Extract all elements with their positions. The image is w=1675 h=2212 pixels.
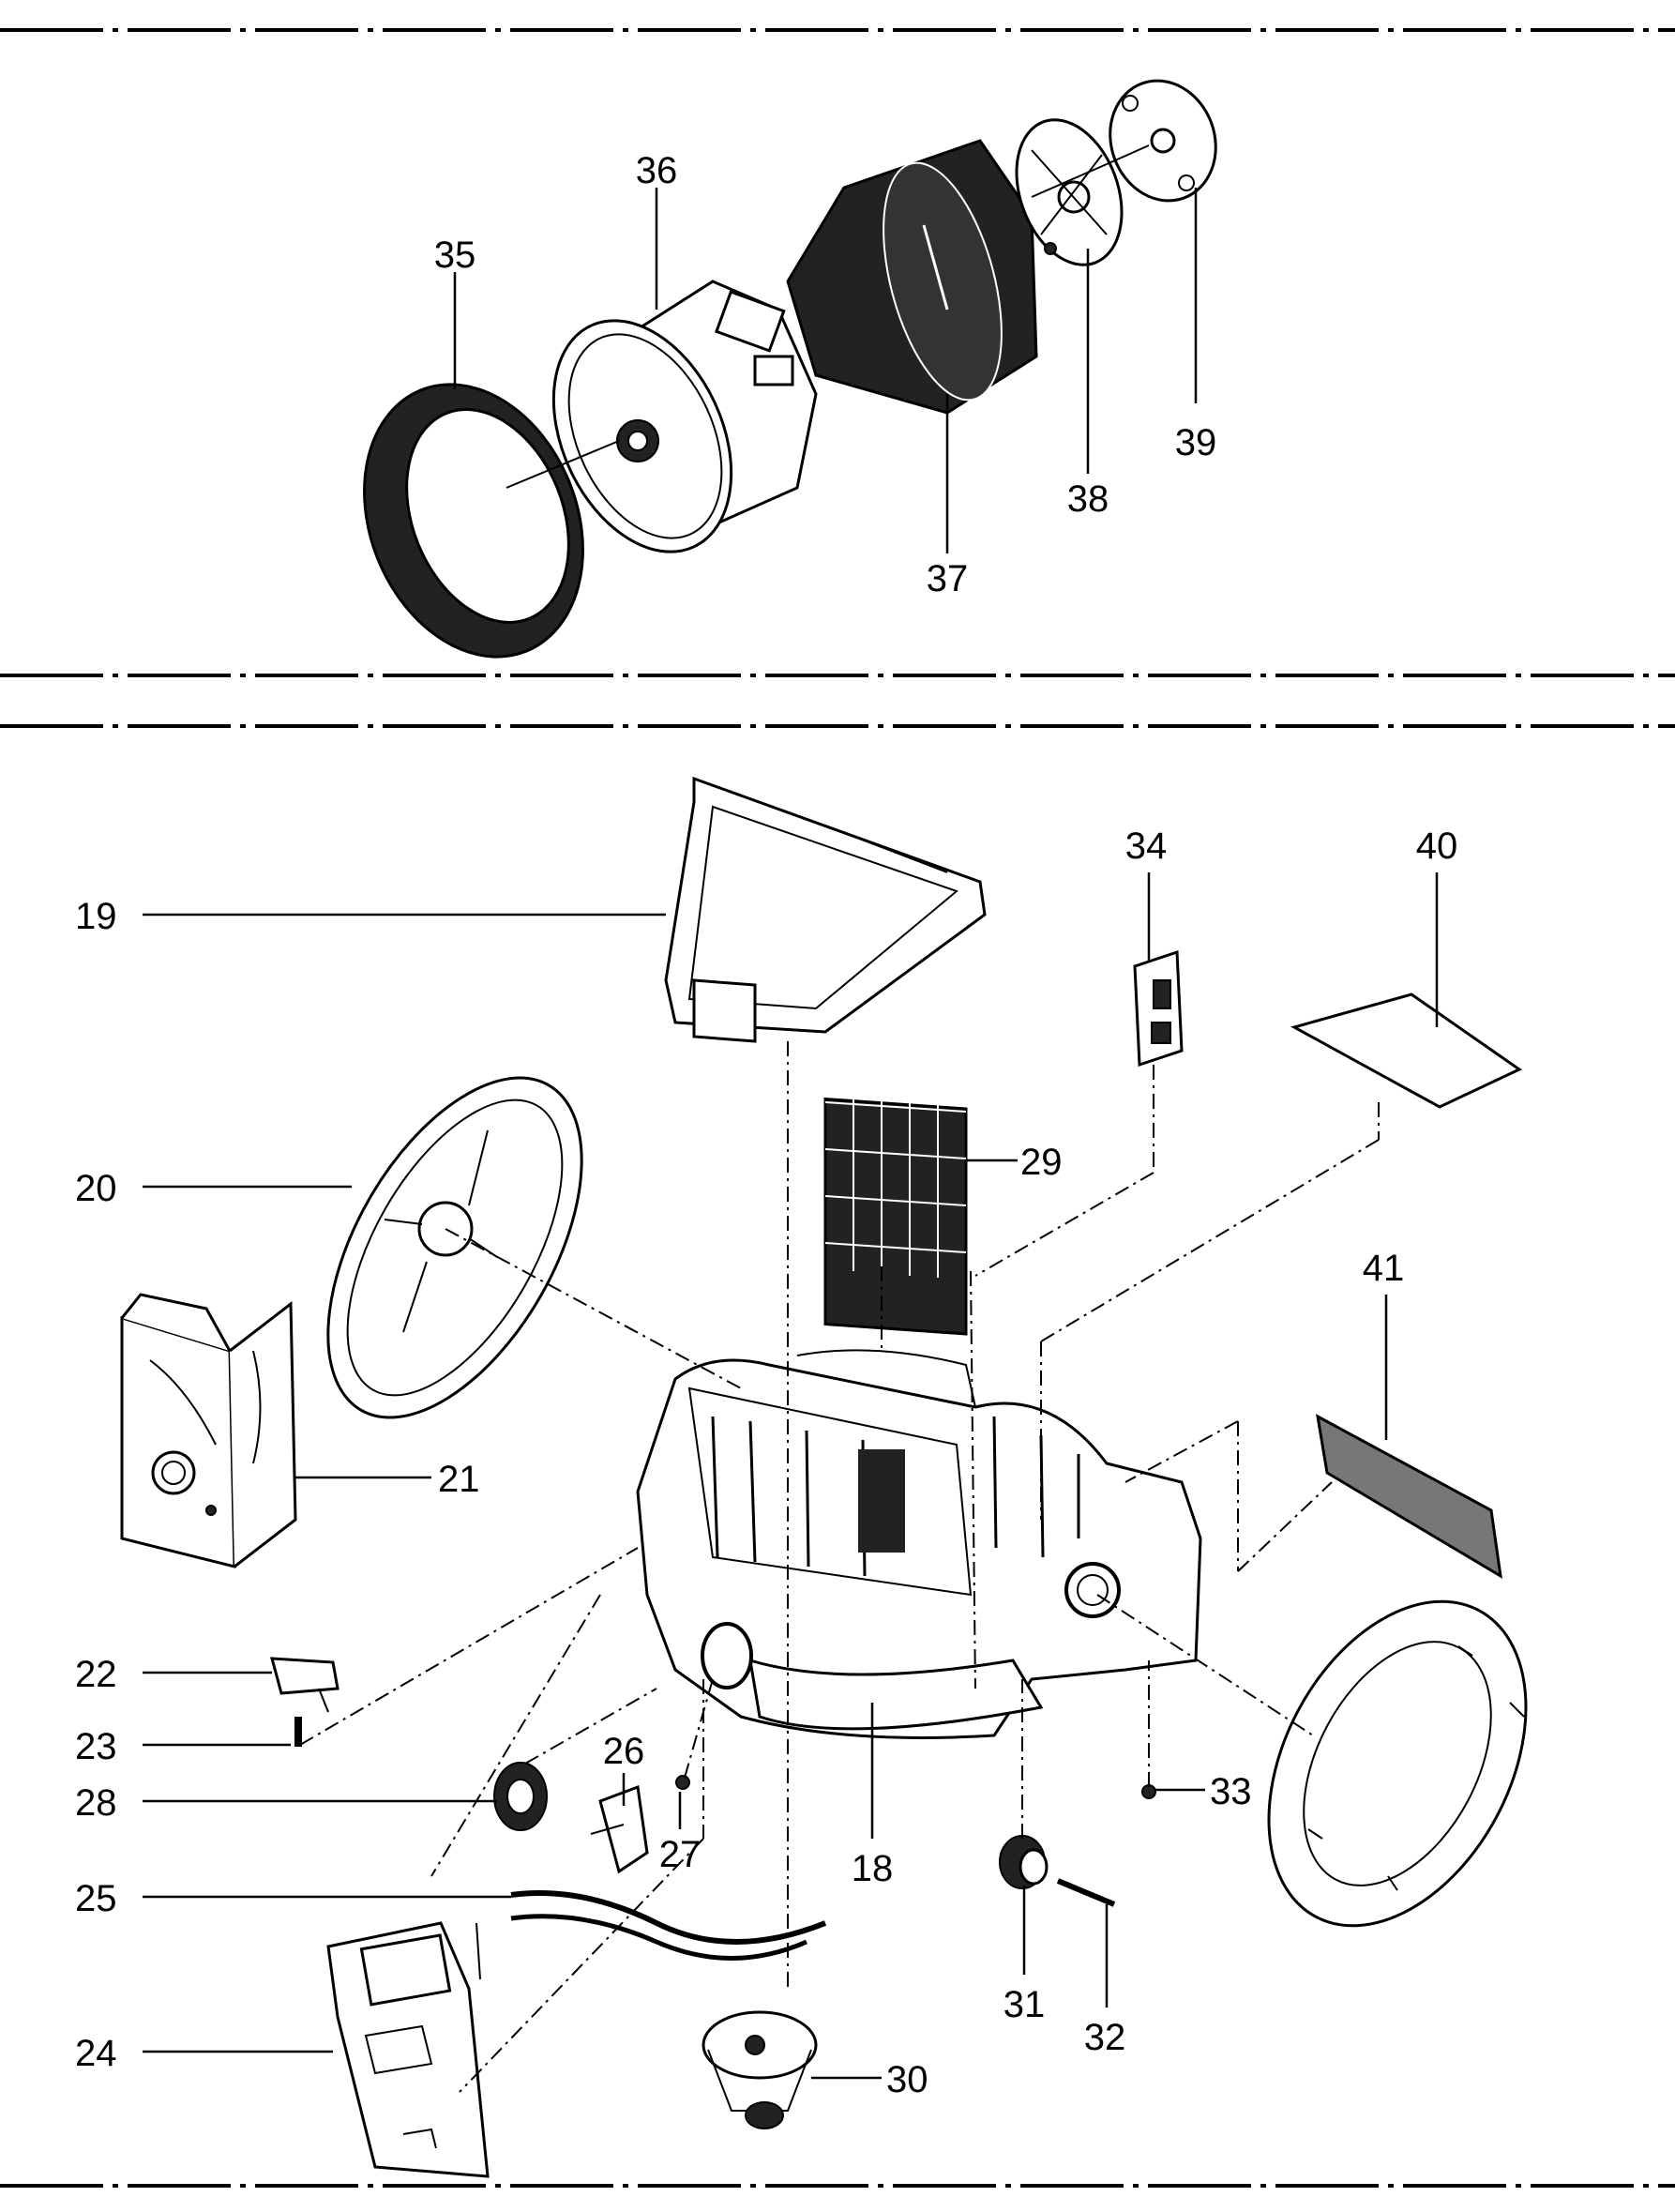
dust-cover-frame-drawing — [664, 776, 987, 1043]
wire-harness-drawing — [510, 1890, 827, 1945]
label-38: 38 — [1067, 478, 1109, 520]
small-wheel-drawing — [493, 1762, 548, 1831]
switch-bracket-drawing — [590, 1784, 649, 1874]
label-40: 40 — [1416, 826, 1458, 867]
roller-drawing — [999, 1835, 1049, 1889]
label-22: 22 — [75, 1654, 117, 1695]
label-41: 41 — [1363, 1248, 1405, 1289]
left-wheel-cover-drawing — [326, 1076, 583, 1419]
exhaust-filter-pad-drawing — [1316, 1414, 1502, 1579]
screw-drawing — [675, 1775, 690, 1790]
label-23: 23 — [75, 1726, 117, 1767]
motor-sponge-filter-drawing — [786, 139, 1038, 415]
label-26: 26 — [603, 1731, 645, 1772]
label-31: 31 — [1003, 1984, 1046, 2025]
caster-wheel-drawing — [702, 2010, 818, 2129]
label-28: 28 — [75, 1782, 117, 1824]
wire-harness-drawing-2 — [510, 1914, 808, 1961]
latch-drawing — [270, 1657, 340, 1713]
label-30: 30 — [886, 2059, 928, 2100]
label-25: 25 — [75, 1878, 117, 1919]
label-24: 24 — [75, 2033, 117, 2074]
label-34: 34 — [1125, 826, 1168, 867]
motor-drawing — [506, 280, 818, 553]
label-39: 39 — [1175, 422, 1217, 463]
assembly-lines — [299, 1041, 1380, 2093]
label-19: 19 — [75, 896, 117, 937]
label-33: 33 — [1210, 1771, 1252, 1812]
label-37: 37 — [927, 558, 969, 599]
axle-pin-drawing — [1056, 1878, 1116, 1907]
main-body-drawing — [636, 1349, 1202, 1739]
label-18: 18 — [852, 1848, 894, 1889]
circuit-board-drawing — [1133, 949, 1184, 1068]
right-wheel-cover-drawing — [1267, 1599, 1528, 1928]
label-36: 36 — [636, 150, 678, 191]
bag-holder-drawing — [120, 1293, 297, 1568]
label-27: 27 — [659, 1834, 702, 1875]
label-35: 35 — [434, 235, 476, 276]
flat-filter-drawing — [1290, 992, 1522, 1109]
body-screw-drawing — [1141, 1784, 1156, 1799]
label-32: 32 — [1084, 2017, 1126, 2058]
label-29: 29 — [1020, 1142, 1063, 1183]
latch-spring-drawing — [294, 1717, 302, 1747]
label-20: 20 — [75, 1168, 117, 1209]
label-21: 21 — [438, 1459, 480, 1500]
front-grille-cover-drawing — [326, 1921, 490, 2178]
motor-rear-cap-drawing — [1106, 79, 1217, 203]
exhaust-ring-filter-drawing — [363, 383, 584, 659]
grid-filter-drawing — [823, 1046, 968, 1336]
motor-bracket-drawing — [1015, 118, 1124, 266]
